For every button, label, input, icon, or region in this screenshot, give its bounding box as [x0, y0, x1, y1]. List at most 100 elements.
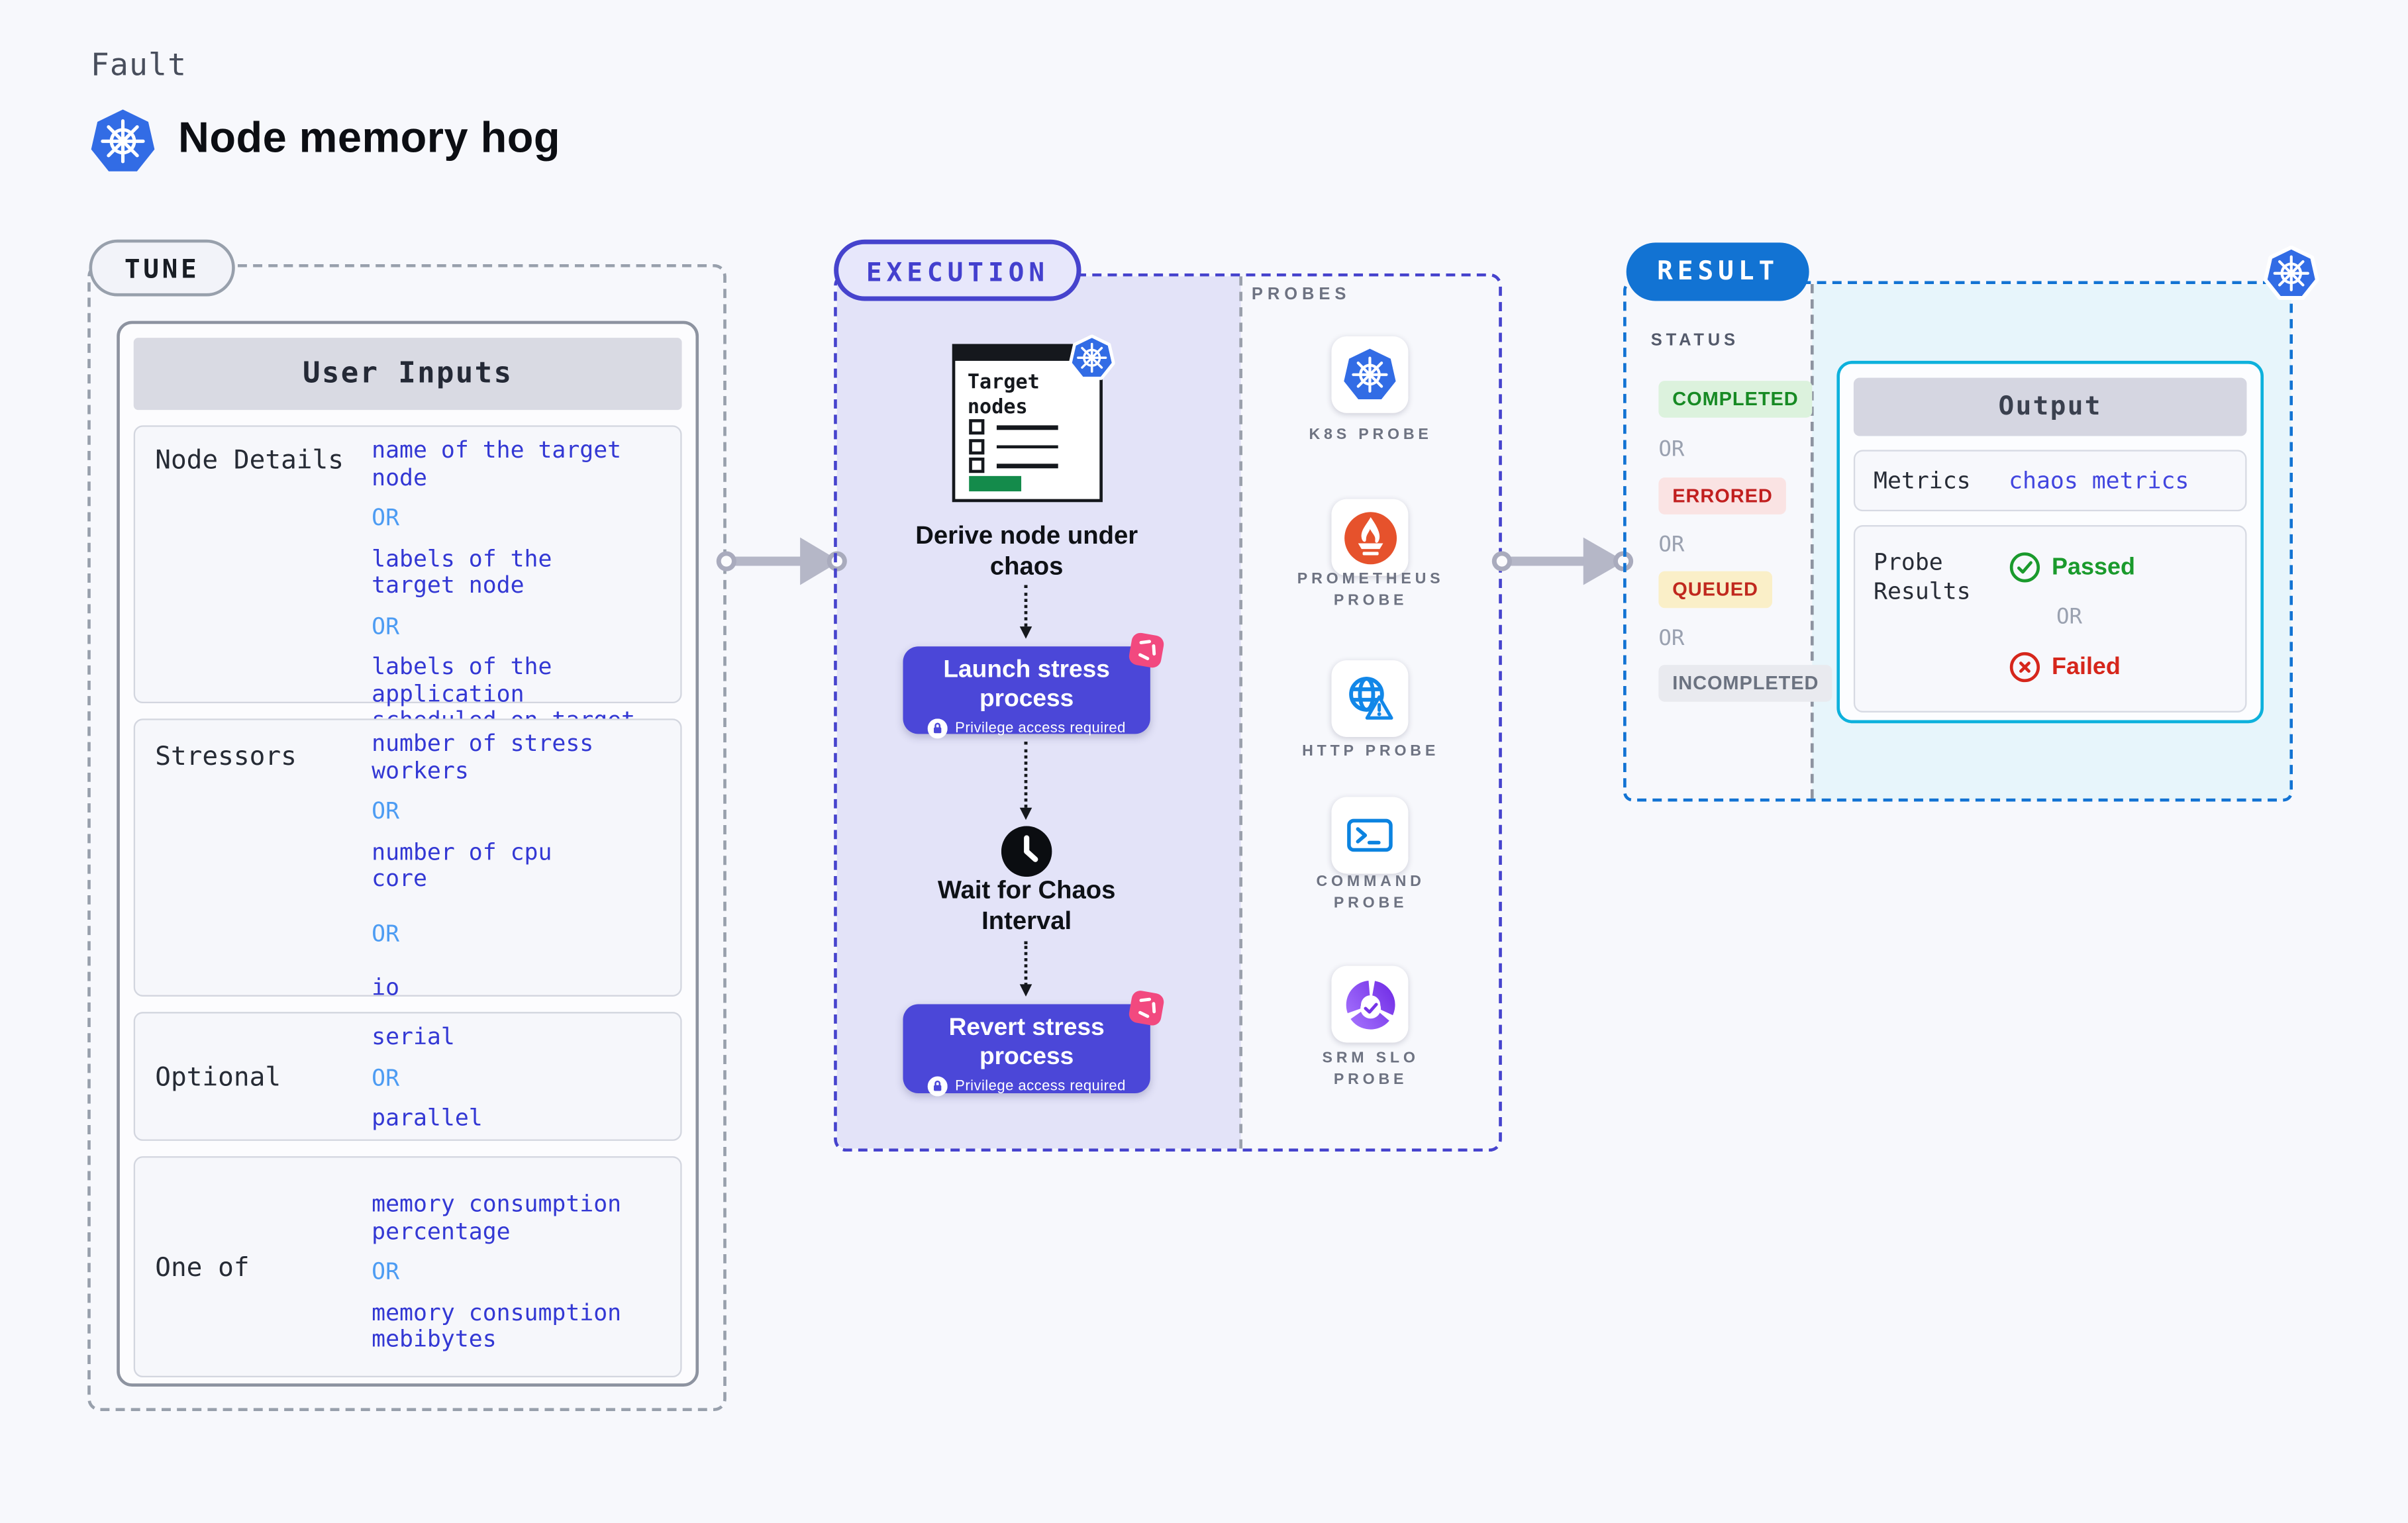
probe-results-label: Probe Results: [1874, 548, 1971, 605]
privilege-note: Privilege access required: [955, 720, 1126, 738]
user-inputs-header: User Inputs: [133, 338, 682, 411]
row-value: parallel: [372, 1104, 483, 1132]
or-separator: OR: [372, 1257, 400, 1285]
flow-arrow-down-icon: [1019, 742, 1032, 820]
passed-label: Passed: [2052, 553, 2135, 580]
flow-arrow-down-icon: [1019, 585, 1032, 639]
chaos-icon: [1129, 632, 1164, 668]
prometheus-icon: [1343, 511, 1396, 564]
kubernetes-icon: [1344, 348, 1396, 399]
metrics-row: Metrics chaos metrics: [1853, 450, 2247, 512]
row-label: Optional: [155, 1062, 281, 1094]
progress-bar: [969, 475, 1022, 492]
status-badge-completed: COMPLETED: [1658, 381, 1813, 418]
page-title: Node memory hog: [177, 113, 560, 162]
connector-arrow-tune-to-execution: [716, 537, 847, 585]
checkbox-icon: [969, 458, 985, 473]
row-value: number of stress workers: [372, 729, 594, 784]
chaos-icon: [1129, 991, 1164, 1026]
execution-badge: EXECUTION: [834, 239, 1081, 301]
table-row: Node Details name of the target node OR …: [133, 425, 682, 760]
execution-probes-divider: [1239, 276, 1242, 1149]
or-separator: OR: [372, 503, 400, 532]
checkbox-line: [996, 444, 1058, 449]
row-label: Stressors: [155, 742, 297, 773]
probe-card-http: [1331, 660, 1409, 738]
privilege-note: Privilege access required: [955, 1077, 1126, 1095]
row-value: memory consumption mebibytes: [372, 1298, 622, 1353]
checkbox-icon: [969, 438, 985, 454]
output-header: Output: [1853, 377, 2247, 436]
lock-icon: [927, 718, 948, 739]
probes-column-label: PROBES: [1251, 285, 1351, 305]
table-row: Stressors number of stress workers OR nu…: [133, 718, 682, 1001]
probe-card-k8s: [1331, 336, 1409, 413]
row-value: labels of the target node: [372, 544, 552, 599]
revert-title: Revert stress process: [948, 1014, 1105, 1070]
kubernetes-icon: [2264, 246, 2319, 300]
tune-badge: TUNE: [89, 239, 235, 297]
user-inputs-card: User Inputs Node Details name of the tar…: [117, 320, 699, 1387]
illustration-titlebar: [954, 345, 1101, 361]
clock-icon: [1001, 826, 1052, 877]
probe-label: HTTP PROBE: [1302, 743, 1440, 760]
flow-arrow-down-icon: [1019, 941, 1032, 997]
status-badge-incompleted: INCOMPLETED: [1658, 665, 1833, 702]
checkbox-line: [996, 464, 1058, 468]
check-circle-icon: [2009, 552, 2040, 583]
launch-stress-process-node: Launch stress process Privilege access r…: [903, 632, 1164, 739]
failed-label: Failed: [2052, 653, 2121, 680]
tune-section: [87, 264, 727, 1412]
probe-label: K8S PROBE: [1309, 426, 1432, 444]
lock-icon: [927, 1076, 948, 1097]
or-separator: OR: [1658, 626, 1685, 652]
or-separator: OR: [372, 918, 400, 947]
metrics-label: Metrics: [1874, 466, 1971, 495]
probe-card-srm-slo: [1331, 965, 1409, 1043]
derive-step-label: Derive node under chaos: [915, 522, 1138, 580]
probe-label: SRM SLO PROBE: [1322, 1050, 1419, 1089]
x-circle-icon: [2009, 652, 2040, 683]
status-badge-queued: QUEUED: [1658, 571, 1772, 609]
table-row: One of memory consumption percentage OR …: [133, 1156, 682, 1378]
or-separator: OR: [372, 1063, 400, 1091]
fault-eyebrow: Fault: [90, 46, 187, 83]
row-value: memory consumption percentage: [372, 1190, 622, 1245]
target-nodes-illustration: Target nodes: [952, 334, 1115, 503]
result-badge: RESULT: [1626, 242, 1810, 301]
row-label: Node Details: [155, 445, 344, 476]
http-globe-icon: [1349, 677, 1393, 720]
slo-gauge-icon: [1345, 979, 1395, 1029]
status-output-divider: [1810, 283, 1814, 799]
wait-step-label: Wait for Chaos Interval: [937, 877, 1116, 935]
kubernetes-icon: [1068, 334, 1115, 380]
connector-arrow-execution-to-result: [1491, 537, 1634, 585]
probe-card-command: [1331, 797, 1409, 874]
kubernetes-icon: [91, 109, 155, 172]
row-value: number of cpu core: [372, 837, 552, 893]
row-value: name of the target node: [372, 436, 622, 491]
metrics-value: chaos metrics: [2009, 466, 2189, 495]
row-label: One of: [155, 1253, 250, 1284]
status-badge-errored: ERRORED: [1658, 477, 1787, 515]
or-separator: OR: [372, 797, 400, 825]
table-row: Optional serial OR parallel: [133, 1012, 682, 1141]
probe-label: PROMETHEUS PROBE: [1297, 571, 1444, 610]
status-column-label: STATUS: [1650, 331, 1739, 350]
launch-title: Launch stress process: [943, 657, 1110, 712]
or-separator: OR: [1658, 437, 1685, 462]
result-section: [1623, 281, 2293, 802]
revert-stress-process-node: Revert stress process Privilege access r…: [903, 991, 1164, 1097]
probe-results-row: Probe Results Passed OR Failed: [1853, 525, 2247, 712]
row-value: serial: [372, 1022, 455, 1051]
or-separator: OR: [2056, 605, 2083, 630]
output-card: Output Metrics chaos metrics Probe Resul…: [1836, 360, 2264, 724]
or-separator: OR: [1658, 532, 1685, 558]
execution-section: [834, 273, 1502, 1152]
or-separator: OR: [372, 612, 400, 640]
checkbox-line: [996, 425, 1058, 430]
row-value: io: [372, 973, 400, 1001]
terminal-icon: [1347, 818, 1393, 852]
illustration-title: Target nodes: [967, 371, 1040, 418]
